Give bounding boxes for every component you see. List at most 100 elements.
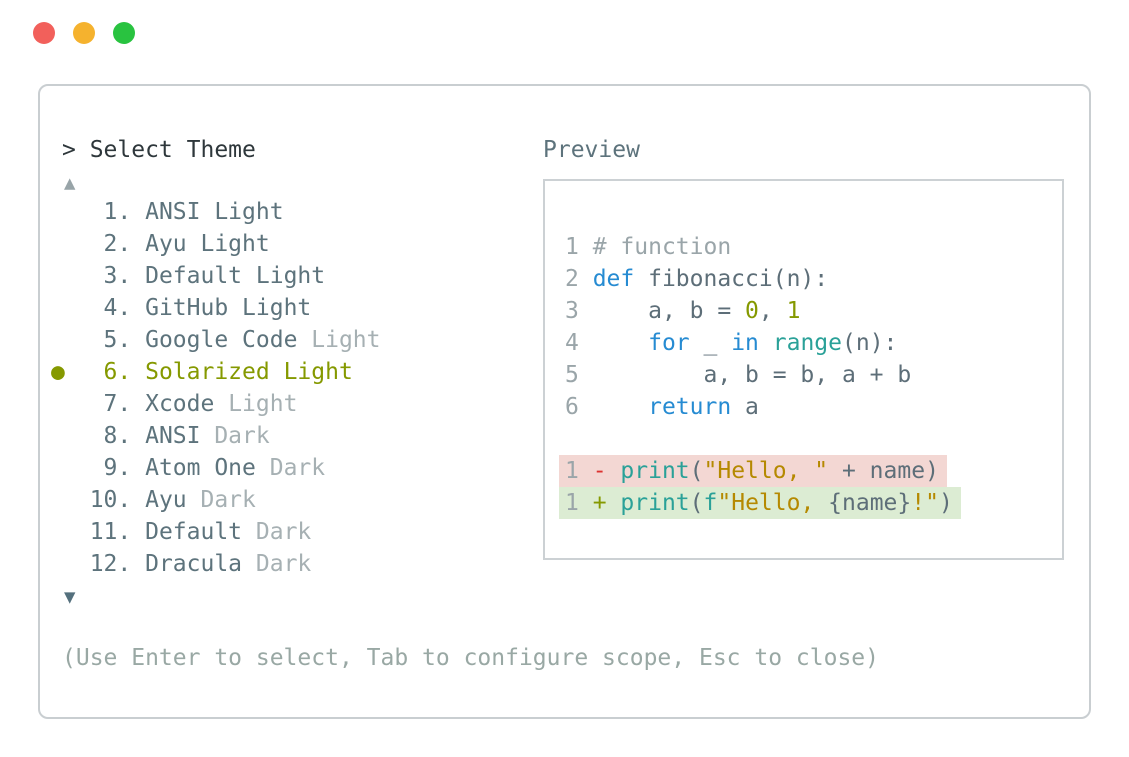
diff-added-line: 1 + print(f"Hello, {name}!") [559, 487, 1062, 519]
line-number: 1 [565, 458, 593, 484]
line-number: 6 [565, 394, 593, 420]
theme-item-number: 11. [62, 519, 146, 545]
preview-label: Preview [543, 137, 640, 163]
theme-item-number: 8. [62, 423, 146, 449]
theme-list-item[interactable]: 10. Ayu Dark [62, 484, 381, 516]
code-line: 4 for _ in range(n): [565, 327, 1062, 359]
traffic-light-close-button[interactable] [33, 22, 55, 44]
theme-list-item[interactable]: 3. Default Light [62, 260, 381, 292]
theme-list-item[interactable]: 2. Ayu Light [62, 228, 381, 260]
theme-item-number: 4. [62, 295, 146, 321]
code-token: "Hello, " [703, 458, 829, 484]
theme-list-item[interactable]: 9. Atom One Dark [62, 452, 381, 484]
theme-item-variant: Light [214, 391, 298, 417]
theme-list-item[interactable]: 4. GitHub Light [62, 292, 381, 324]
code-token: range [772, 330, 842, 356]
code-token [759, 330, 773, 356]
line-number: 3 [565, 298, 593, 324]
theme-list: 1. ANSI Light 2. Ayu Light 3. Default Li… [51, 196, 381, 580]
code-token: a [731, 394, 759, 420]
theme-item-name: Default Light [145, 263, 326, 289]
theme-picker-panel: > Select Theme Preview ▲ 1. ANSI Light 2… [38, 84, 1091, 719]
code-token: ( [689, 490, 704, 516]
code-line: 6 return a [565, 391, 1062, 423]
blank-line [565, 423, 1062, 455]
theme-item-name: Default [145, 519, 243, 545]
code-token: print [620, 458, 690, 484]
theme-list-item[interactable]: 1. ANSI Light [62, 196, 381, 228]
selected-theme-bullet-icon: ● [51, 359, 65, 385]
code-token: a, b = b, a + b [592, 362, 912, 388]
code-token: a, b = [592, 298, 746, 324]
theme-list-item[interactable]: 5. Google Code Light [62, 324, 381, 356]
theme-list-item[interactable]: 12. Dracula Dark [62, 548, 381, 580]
theme-item-name: GitHub Light [145, 295, 312, 321]
diff-removed-highlight: 1 - print("Hello, " + name) [559, 455, 947, 487]
code-token: ) [938, 490, 953, 516]
traffic-light-minimize-button[interactable] [73, 22, 95, 44]
code-token: def [592, 266, 635, 292]
code-line: 1 # function [565, 231, 1062, 263]
code-token: f [703, 490, 718, 516]
code-token: ( [689, 458, 704, 484]
theme-item-number: 1. [62, 199, 146, 225]
theme-item-name: Google Code [145, 327, 298, 353]
line-number: 1 [565, 490, 593, 516]
theme-item-number: 9. [62, 455, 146, 481]
diff-removed-line: 1 - print("Hello, " + name) [559, 455, 1062, 487]
theme-item-variant: Dark [186, 487, 256, 513]
theme-item-number: 2. [62, 231, 146, 257]
scroll-down-indicator[interactable]: ▼ [64, 586, 76, 608]
code-token: # function [592, 234, 732, 260]
footer-hint: (Use Enter to select, Tab to configure s… [62, 645, 879, 671]
line-number: 4 [565, 330, 593, 356]
code-token: _ [689, 330, 732, 356]
theme-list-item[interactable]: ● 6. Solarized Light [51, 356, 381, 388]
theme-list-item[interactable]: 7. Xcode Light [62, 388, 381, 420]
scroll-up-indicator[interactable]: ▲ [64, 172, 76, 194]
code-line: 3 a, b = 0, 1 [565, 295, 1062, 327]
line-number: 2 [565, 266, 593, 292]
theme-item-number: 5. [62, 327, 146, 353]
code-token: {name} [828, 490, 912, 516]
theme-item-name: Ayu [145, 487, 187, 513]
theme-item-name: Solarized Light [145, 359, 353, 385]
theme-item-name: ANSI Light [145, 199, 284, 225]
line-number: 5 [565, 362, 593, 388]
diff-sign: + [592, 490, 621, 516]
theme-item-name: Atom One [145, 455, 256, 481]
code-token: return [648, 394, 732, 420]
preview-box: 1 # function 2 def fibonacci(n): 3 a, b = … [543, 179, 1064, 560]
theme-list-item[interactable]: 8. ANSI Dark [62, 420, 381, 452]
theme-item-number: 12. [62, 551, 146, 577]
theme-item-name: Xcode [145, 391, 215, 417]
theme-item-name: Dracula [145, 551, 243, 577]
diff-sign: - [592, 458, 621, 484]
code-token: + name) [828, 458, 939, 484]
theme-item-name: Ayu Light [145, 231, 270, 257]
code-token: , [758, 298, 787, 324]
theme-item-number: 6. [62, 359, 146, 385]
code-token: 0 [745, 298, 759, 324]
code-token: print [620, 490, 690, 516]
traffic-light-zoom-button[interactable] [113, 22, 135, 44]
theme-item-number: 3. [62, 263, 146, 289]
theme-item-name: ANSI [145, 423, 201, 449]
code-token: (n): [842, 330, 898, 356]
code-token: !" [911, 490, 939, 516]
code-token: in [731, 330, 759, 356]
theme-item-number: 10. [62, 487, 146, 513]
code-token: fibonacci(n): [634, 266, 829, 292]
theme-item-variant: Dark [255, 455, 326, 481]
theme-item-variant: Dark [242, 519, 312, 545]
theme-item-variant: Dark [242, 551, 312, 577]
code-line: 5 a, b = b, a + b [565, 359, 1062, 391]
code-token [593, 394, 648, 420]
window-traffic-lights [33, 22, 135, 44]
theme-item-variant: Dark [200, 423, 270, 449]
code-token: "Hello, [717, 490, 829, 516]
picker-title: > Select Theme [62, 137, 256, 163]
theme-list-item[interactable]: 11. Default Dark [62, 516, 381, 548]
code-token [593, 330, 648, 356]
theme-item-variant: Light [297, 327, 381, 353]
